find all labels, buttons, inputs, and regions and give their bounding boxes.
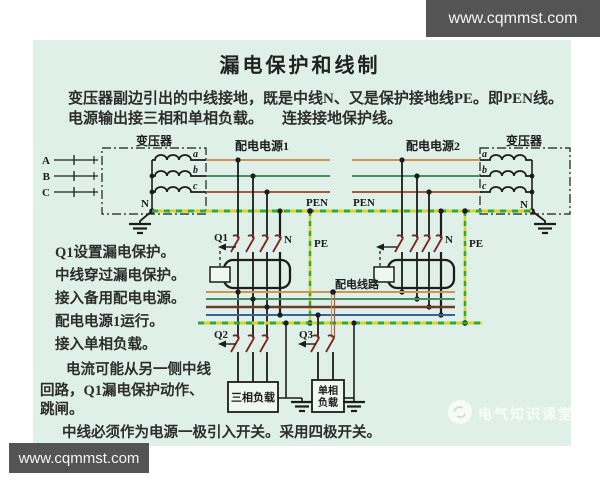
footer-url-banner: www.cqmmst.com bbox=[9, 443, 149, 473]
note-4: 配电电源1运行。 bbox=[55, 314, 164, 330]
transformer-left bbox=[54, 147, 207, 235]
note-2: 中线穿过漏电保护。 bbox=[55, 268, 186, 284]
coil-c-label-left: c bbox=[193, 181, 198, 192]
transformer-right-label: 变压器 bbox=[506, 133, 543, 148]
neutral-left-label: N bbox=[141, 198, 149, 210]
description-line1: 变压器副边引出的中线接地，既是中线N、又是保护接地线PE。即PEN线。 bbox=[68, 91, 564, 107]
coil-a-label-left: a bbox=[193, 149, 198, 160]
source1-label: 配电电源1 bbox=[235, 138, 289, 153]
backup-neutral-label: N bbox=[445, 234, 453, 246]
pe-right-label: PE bbox=[469, 238, 483, 250]
description-line2b: 连接接地保护线。 bbox=[282, 111, 403, 127]
single-phase-load-label-2: 负载 bbox=[318, 396, 338, 409]
note-6: 电流可能从另一侧中线 bbox=[66, 362, 211, 378]
transformer-left-label: 变压器 bbox=[136, 133, 173, 148]
single-phase-load-label-1: 单相 bbox=[318, 384, 338, 397]
note-3: 接入备用配电电源。 bbox=[55, 291, 186, 307]
q3-label: Q3 bbox=[299, 329, 314, 341]
footer-url-text: www.cqmmst.com bbox=[18, 449, 140, 467]
q1-breaker bbox=[209, 157, 292, 338]
pen-label-1: PEN bbox=[306, 197, 328, 209]
coil-b-label-left: b bbox=[193, 165, 198, 176]
backup-breaker bbox=[373, 157, 456, 318]
description-line2a: 电源输出接三相和单相负载。 bbox=[68, 111, 264, 127]
note-1: Q1设置漏电保护。 bbox=[55, 245, 176, 261]
phase-lines bbox=[206, 159, 480, 193]
q1-label: Q1 bbox=[214, 232, 228, 244]
coil-a-label-right: a bbox=[482, 149, 487, 160]
phase-b-label: B bbox=[43, 171, 51, 183]
diagram-panel bbox=[33, 40, 571, 446]
bus-label: 配电线路 bbox=[335, 277, 380, 291]
three-phase-load-label: 三相负载 bbox=[231, 390, 275, 404]
watermark-text: 电气知识课堂 bbox=[478, 406, 574, 422]
coil-b-label-right: b bbox=[482, 165, 487, 176]
phase-c-label: C bbox=[42, 187, 50, 199]
note-7: 回路，Q1漏电保护动作、 bbox=[40, 383, 204, 399]
diagram-title: 漏电保护和线制 bbox=[219, 55, 381, 77]
watermark-logo-icon bbox=[448, 400, 472, 424]
coil-c-label-right: c bbox=[482, 181, 487, 192]
header-url-banner: www.cqmmst.com bbox=[426, 0, 600, 37]
distribution-buses bbox=[198, 289, 482, 325]
transformer-right bbox=[479, 147, 571, 235]
bottom-note: 中线必须作为电源一极引入开关。采用四极开关。 bbox=[62, 425, 381, 441]
header-url-text: www.cqmmst.com bbox=[448, 9, 578, 27]
q2-three-phase-load bbox=[218, 320, 313, 413]
q2-label: Q2 bbox=[214, 329, 229, 341]
note-8: 跳闸。 bbox=[40, 402, 84, 418]
q3-single-phase-load bbox=[298, 289, 365, 413]
phase-a-label: A bbox=[42, 155, 50, 167]
pen-label-2: PEN bbox=[353, 197, 375, 209]
note-5: 接入单相负载。 bbox=[55, 337, 157, 353]
source2-label: 配电电源2 bbox=[406, 138, 460, 153]
pe-left-label: PE bbox=[314, 238, 328, 250]
neutral-right-label: N bbox=[520, 199, 528, 211]
q1-neutral-label: N bbox=[284, 234, 292, 246]
